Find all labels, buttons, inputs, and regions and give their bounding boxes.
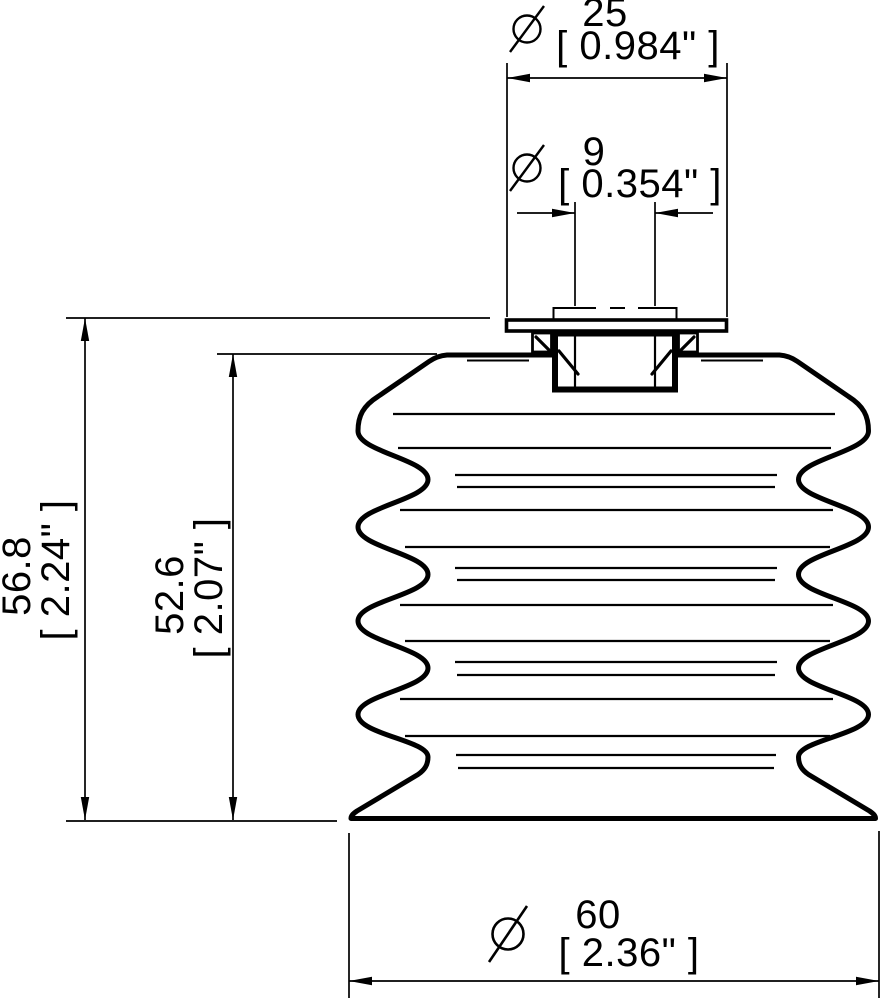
fitting-bore-walls	[573, 333, 657, 387]
fitting-section-diagonals	[534, 335, 696, 376]
dim-top-diameter-inch: [ 0.984" ]	[556, 24, 720, 68]
dim-cup-height-inch: [ 2.07" ]	[187, 517, 231, 659]
diameter-symbol-top	[509, 5, 545, 53]
fitting-cap	[553, 307, 677, 321]
diameter-symbol-base	[487, 905, 529, 963]
dim-hole-diameter-mm: 9	[582, 130, 606, 174]
dimension-arrowheads	[80, 73, 879, 986]
bellows-fold-lines	[393, 412, 835, 770]
bellows-cup-outline	[348, 352, 878, 821]
dim-overall-height-inch: [ 2.24" ]	[34, 499, 78, 641]
fitting-nipple-body	[552, 330, 678, 393]
extension-lines	[66, 63, 880, 998]
fitting-assembly	[504, 307, 729, 393]
dim-base-diameter-inch: [ 2.36" ]	[558, 931, 700, 975]
diameter-symbol-hole	[509, 144, 545, 192]
dim-cup-height-mm: 52.6	[148, 555, 192, 635]
fitting-flange	[504, 318, 729, 333]
dim-overall-height-mm: 56.8	[0, 536, 39, 616]
dim-top-diameter-mm: 25	[582, 0, 628, 35]
dim-hole-diameter-inch: [ 0.354" ]	[558, 162, 722, 206]
dim-base-diameter-mm: 60	[575, 893, 621, 937]
